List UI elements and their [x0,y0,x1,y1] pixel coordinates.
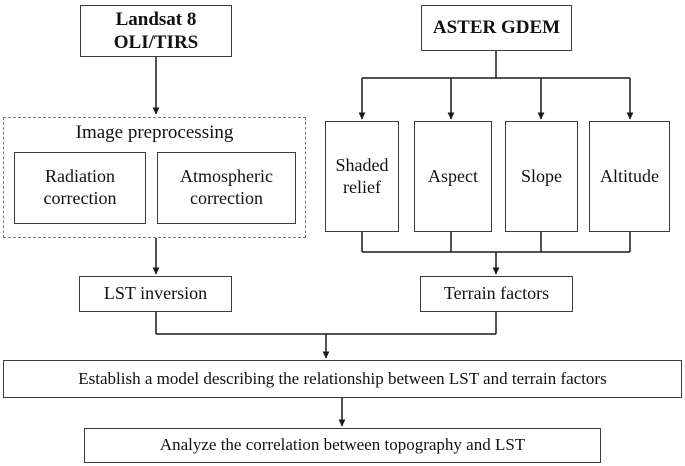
node-landsat8-oli-tirs[interactable]: Landsat 8 OLI/TIRS [80,5,232,57]
node-aspect-label: Aspect [428,165,478,186]
node-atmospheric-correction-text: Atmospheric correction [180,166,273,210]
node-landsat8-line2: OLI/TIRS [113,32,199,53]
node-atmospheric-correction-line2: correction [190,188,263,208]
node-aspect[interactable]: Aspect [414,121,492,232]
node-aster-gdem[interactable]: ASTER GDEM [421,5,572,51]
node-radiation-correction-text: Radiation correction [44,166,117,210]
node-slope-label: Slope [520,165,562,186]
node-analyze-correlation-label: Analyze the correlation between topograp… [159,435,526,455]
node-atmospheric-correction[interactable]: Atmospheric correction [157,152,296,224]
node-radiation-correction-line1: Radiation [45,166,115,187]
node-altitude[interactable]: Altitude [589,121,670,232]
node-aster-gdem-label: ASTER GDEM [432,17,561,39]
node-landsat8-line1: Landsat 8 [115,8,197,30]
node-landsat8-text: Landsat 8 OLI/TIRS [114,8,198,54]
node-shaded-relief-text: Shaded relief [336,155,389,199]
group-image-preprocessing-label: Image preprocessing [75,122,234,143]
node-terrain-factors-label: Terrain factors [443,283,550,304]
node-altitude-label: Altitude [600,165,659,186]
node-shaded-relief[interactable]: Shaded relief [325,121,399,232]
group-image-preprocessing [3,117,306,238]
node-atmospheric-correction-line1: Atmospheric [180,166,273,187]
node-shaded-relief-line1: Shaded [335,154,389,175]
node-slope[interactable]: Slope [505,121,578,232]
node-lst-inversion[interactable]: LST inversion [79,276,232,312]
node-radiation-correction-line2: correction [43,188,117,208]
node-shaded-relief-line2: relief [343,176,381,197]
node-radiation-correction[interactable]: Radiation correction [14,152,146,224]
node-lst-inversion-label: LST inversion [103,283,208,304]
node-terrain-factors[interactable]: Terrain factors [420,276,573,312]
node-establish-model-label: Establish a model describing the relatio… [78,368,607,388]
node-establish-model[interactable]: Establish a model describing the relatio… [3,360,682,398]
node-analyze-correlation[interactable]: Analyze the correlation between topograp… [84,428,601,463]
